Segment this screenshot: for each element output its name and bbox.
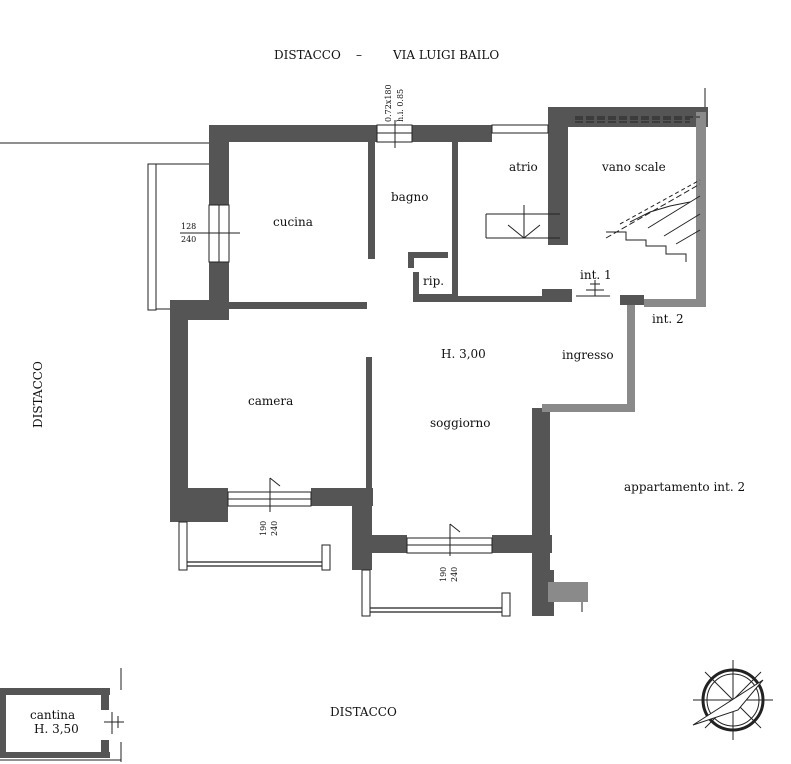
window-left-dim-a: 128 — [181, 222, 196, 231]
room-label-atrio: atrio — [509, 160, 538, 174]
label-int2: int. 2 — [652, 312, 684, 326]
height-label-main: H. 3,00 — [441, 347, 486, 361]
window-left-dim-b: 240 — [181, 235, 196, 244]
room-label-cantina: cantina — [30, 708, 75, 722]
top-distacco-label: DISTACCO — [274, 48, 341, 62]
cantina-block — [0, 688, 124, 758]
label-int1: int. 1 — [580, 268, 612, 282]
left-distacco-label: DISTACCO — [31, 361, 45, 428]
stairs — [575, 116, 701, 262]
room-label-cucina: cucina — [273, 215, 313, 229]
boundary-lines — [0, 88, 706, 762]
street-label: VIA LUIGI BAILO — [392, 48, 499, 62]
height-label-cantina: H. 3,50 — [34, 722, 79, 736]
top-dash-label: – — [356, 48, 362, 62]
window-soggiorno-dim-a: 190 — [439, 567, 448, 582]
window-camera-dim-a: 190 — [259, 521, 268, 536]
compass-rose-icon — [692, 660, 773, 740]
window-top-dim-a: 0.72x180 — [384, 84, 393, 122]
room-label-bagno: bagno — [391, 190, 428, 204]
bottom-distacco-label: DISTACCO — [330, 705, 397, 719]
window-soggiorno-dim-b: 240 — [450, 567, 459, 582]
window-camera-dim-b: 240 — [270, 521, 279, 536]
room-label-rip: rip. — [423, 274, 444, 288]
neighbor-walls — [542, 112, 706, 602]
dimension-labels: 0.72x180 h.i. 0.85 128 240 190 240 190 2… — [181, 84, 459, 582]
room-label-vano-scale: vano scale — [601, 160, 666, 174]
label-appartamento: appartamento int. 2 — [624, 480, 745, 494]
header-labels: DISTACCO – VIA LUIGI BAILO DISTACCO DIST… — [31, 48, 499, 719]
room-labels: cucina bagno atrio vano scale rip. int. … — [30, 160, 745, 736]
doors — [485, 205, 610, 297]
window-top-dim-b: h.i. 0.85 — [396, 89, 405, 122]
room-label-camera: camera — [248, 394, 293, 408]
room-label-soggiorno: soggiorno — [430, 416, 491, 430]
windows — [147, 120, 549, 617]
room-label-ingresso: ingresso — [562, 348, 614, 362]
